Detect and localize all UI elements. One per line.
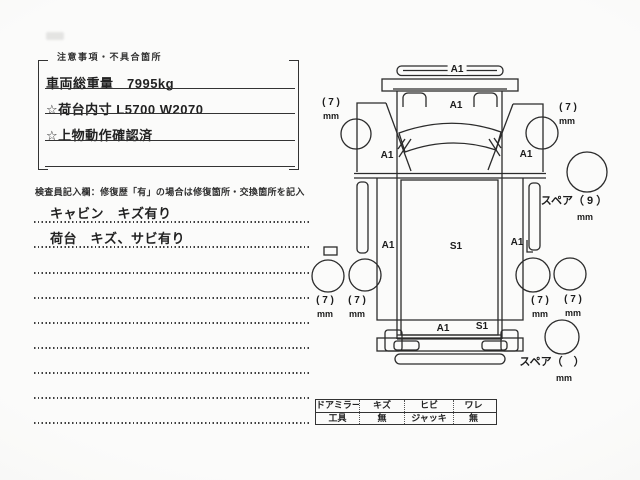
spare-top-label: スペア（ 9 ）	[540, 195, 608, 207]
label-bed-rear-s1: S1	[475, 321, 489, 332]
note-rule	[45, 113, 295, 115]
entry-line	[34, 347, 310, 349]
cab-corner-left	[402, 92, 427, 107]
notes-box-title: 注意事項・不具合箇所	[57, 52, 163, 62]
wheel-front-left	[340, 118, 372, 150]
label-front-bumper: A1	[447, 65, 467, 75]
spare-tire-bottom	[544, 319, 580, 355]
side-guard-left	[356, 181, 369, 254]
rear-bumper-bar	[394, 353, 506, 365]
hatch-line	[493, 137, 502, 149]
tire-depth-rear-left-outer: ( 7 )	[316, 295, 334, 306]
equipment-table: ドアミラー キズ ヒビ ワレ 工具 無 ジャッキ 無	[315, 399, 497, 425]
entry-line	[34, 372, 310, 374]
notes-box-bracket-right	[289, 60, 299, 170]
cab-corner-right	[473, 92, 498, 107]
wheel-front-right	[525, 116, 559, 150]
scan-smudge	[46, 32, 64, 40]
cell-crack-value: ワレ	[453, 400, 493, 412]
fender-left-slant	[385, 102, 412, 172]
entry-line	[34, 297, 310, 299]
side-guard-right	[528, 182, 541, 251]
tire-depth-rear-right-inner: ( 7 )	[531, 295, 549, 306]
fender-right-outline	[513, 103, 544, 172]
label-bed: S1	[449, 241, 463, 252]
tire-depth-rear-right-outer: ( 7 )	[564, 294, 582, 305]
label-rail-right: A1	[510, 237, 524, 248]
table-row: 工具 無 ジャッキ 無	[316, 412, 496, 424]
label-fender-right: A1	[519, 149, 533, 160]
cell-door-mirror: ドアミラー	[316, 400, 359, 410]
cabin-condition-entry: キャビン キズ有り	[50, 206, 172, 221]
entry-line	[34, 221, 310, 223]
label-cab: A1	[449, 100, 463, 111]
tire-depth-front-right: ( 7 )	[559, 102, 577, 113]
wheel-rear-right-outer	[553, 257, 587, 291]
entry-line	[34, 246, 310, 248]
note-rule	[45, 88, 295, 90]
unit-front-left: mm	[322, 111, 340, 121]
rear-lamp-right	[481, 340, 508, 351]
note-rule	[45, 166, 295, 168]
entry-line	[34, 322, 310, 324]
cell-jack-value: 無	[453, 412, 493, 424]
unit-rear-left-outer: mm	[316, 309, 334, 319]
fender-right-slant	[487, 103, 514, 171]
label-bed-rear-a1: A1	[436, 323, 450, 334]
wheel-rear-left-outer	[311, 259, 345, 293]
cell-tools-value: 無	[359, 412, 404, 424]
unit-spare-bottom: mm	[555, 373, 573, 383]
inspector-section-header: 検査員記入欄：修復歴「有」の場合は修復箇所・交換箇所を記入	[35, 187, 305, 197]
fender-left-outline	[356, 102, 386, 172]
wheel-rear-right-inner	[515, 257, 551, 293]
unit-front-right: mm	[558, 116, 576, 126]
note-rule	[45, 140, 295, 142]
unit-spare-top: mm	[576, 212, 594, 222]
tire-depth-rear-left-inner: ( 7 )	[348, 295, 366, 306]
cell-crack: ヒビ	[404, 400, 453, 412]
rear-crossmember	[376, 337, 524, 352]
wheel-rear-left-inner	[348, 258, 382, 292]
windshield-arc	[398, 122, 502, 153]
equipment-check-note: ☆上物動作確認済	[46, 128, 153, 143]
cell-tools: 工具	[328, 412, 347, 423]
hatch-line	[398, 138, 412, 158]
unit-rear-right-outer: mm	[564, 308, 582, 318]
bed-condition-entry: 荷台 キズ、サビ有り	[50, 231, 186, 246]
label-rail-left: A1	[381, 240, 395, 251]
gross-weight-note: 車両総重量 7995kg	[46, 76, 175, 91]
entry-line	[34, 422, 310, 424]
front-panel-outline	[381, 78, 519, 92]
hatch-line	[488, 138, 501, 157]
rear-lamp-left	[393, 340, 420, 351]
cell-door-mirror-value: キズ	[359, 400, 404, 412]
unit-rear-left-inner: mm	[348, 309, 366, 319]
table-row: ドアミラー キズ ヒビ ワレ	[316, 400, 496, 413]
entry-line	[34, 272, 310, 274]
frame-outline	[376, 178, 524, 321]
cell-jack: ジャッキ	[404, 412, 453, 424]
notes-box-bracket-left	[38, 60, 48, 170]
spare-bottom-label: スペア（ ）	[519, 356, 585, 368]
bed-dimensions-note: ☆荷台内寸 L5700 W2070	[46, 102, 204, 117]
axle-mark	[323, 246, 338, 256]
entry-line	[34, 397, 310, 399]
label-fender-left: A1	[380, 150, 394, 161]
unit-rear-right-inner: mm	[531, 309, 549, 319]
tire-depth-front-left: ( 7 )	[322, 97, 340, 108]
truck-top-view-diagram	[311, 65, 608, 365]
spare-tire-top	[566, 151, 608, 193]
cargo-bed-inner	[400, 179, 499, 336]
side-guard-bracket	[526, 240, 533, 253]
